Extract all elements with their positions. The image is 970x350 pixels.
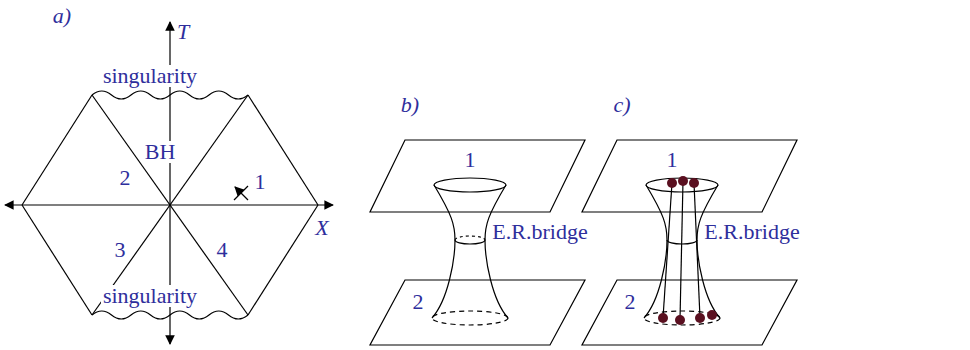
region-number: 3	[113, 239, 128, 261]
plane-number: 1	[665, 149, 680, 171]
bridge-label: E.R.bridge	[702, 221, 801, 243]
plane-number: 2	[623, 291, 638, 313]
particle	[667, 178, 677, 188]
edge	[22, 205, 92, 315]
entangling-line	[680, 181, 683, 320]
plane	[582, 280, 797, 345]
edge	[248, 205, 318, 315]
panel-letter: b)	[399, 94, 421, 116]
particle	[707, 310, 717, 320]
singularity-line	[92, 311, 248, 319]
panel-letter: c)	[611, 94, 632, 116]
edge	[22, 95, 92, 205]
plane	[370, 280, 585, 345]
plane	[582, 140, 797, 212]
mouth	[432, 311, 508, 325]
panel-letter: a)	[51, 5, 73, 27]
particle	[675, 315, 685, 325]
horizon	[92, 95, 248, 315]
region-label: singularity	[101, 285, 199, 307]
region-label: singularity	[101, 65, 199, 87]
plane	[370, 140, 585, 212]
light-ray	[234, 186, 248, 200]
particles	[658, 176, 717, 325]
throat-ring	[455, 240, 485, 244]
throat	[485, 185, 508, 318]
particle	[658, 313, 668, 323]
light-ray	[235, 187, 248, 200]
plane-number: 1	[463, 149, 478, 171]
axis-label: T	[175, 21, 191, 43]
entangling-line	[663, 183, 672, 318]
bridge-label: E.R.bridge	[490, 221, 589, 243]
throat	[432, 185, 455, 318]
particle	[689, 178, 699, 188]
entangling-line	[694, 183, 700, 318]
region-number: 2	[118, 167, 133, 189]
region-label: BH	[143, 141, 178, 163]
region-number: 1	[253, 171, 268, 193]
edge	[248, 95, 318, 205]
particle	[678, 176, 688, 186]
throat-ring	[455, 236, 485, 240]
singularity-line	[92, 91, 248, 99]
throat	[644, 185, 667, 318]
horizon	[92, 95, 248, 315]
region-number: 4	[215, 239, 230, 261]
mouth	[644, 311, 720, 325]
mouth	[434, 178, 506, 192]
penrose-diagram	[5, 22, 333, 344]
axis-label: X	[313, 217, 330, 239]
plane-number: 2	[411, 291, 426, 313]
throat	[697, 185, 720, 318]
particle	[695, 313, 705, 323]
